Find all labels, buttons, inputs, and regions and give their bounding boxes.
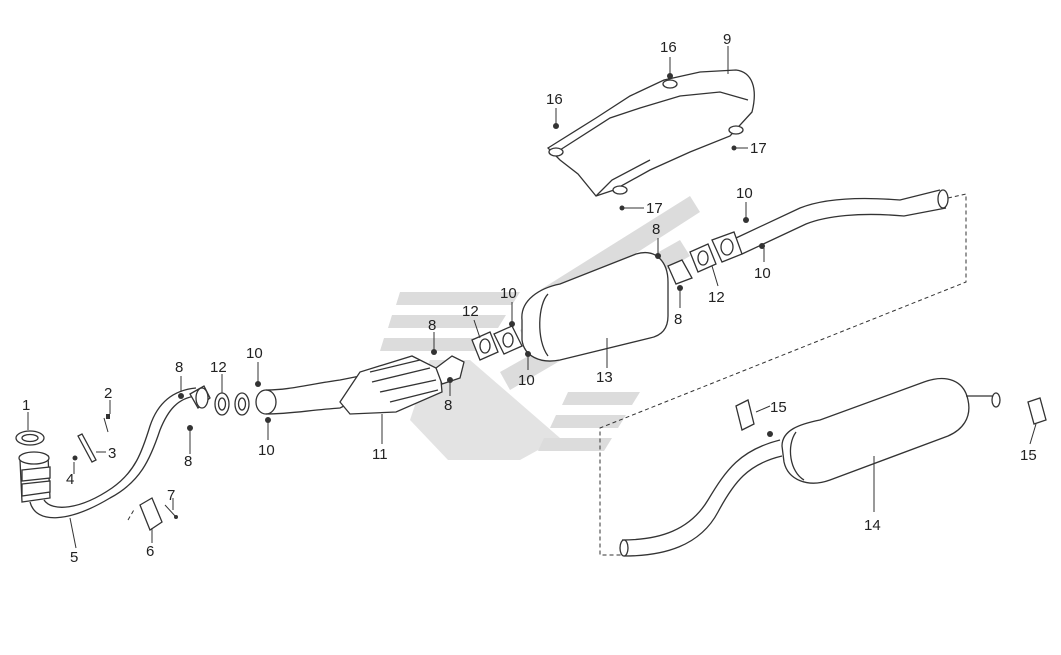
- callout-8b: 8: [184, 453, 192, 470]
- callout-16a: 16: [660, 39, 677, 56]
- callout-10c: 10: [500, 285, 517, 302]
- part-11-catalytic-converter: [255, 355, 465, 415]
- callout-12c: 12: [708, 289, 725, 306]
- callout-10e: 10: [736, 185, 753, 202]
- fastener-dots: [178, 73, 773, 437]
- callout-3: 3: [108, 445, 116, 462]
- callout-11: 11: [372, 446, 388, 463]
- callout-17a: 17: [750, 140, 767, 157]
- part-14-rear-muffler: [619, 377, 1001, 557]
- callout-8c: 8: [428, 317, 436, 334]
- callout-2: 2: [104, 385, 112, 402]
- callout-10b: 10: [258, 442, 275, 459]
- callout-8e: 8: [652, 221, 660, 238]
- part-6-bracket: [127, 497, 163, 531]
- part-13-center-muffler: [521, 252, 693, 362]
- callout-14: 14: [864, 517, 881, 534]
- callout-5: 5: [70, 549, 78, 566]
- part-9-heat-shield: [546, 69, 755, 197]
- callout-10d: 10: [518, 372, 535, 389]
- dashed-guide-line: [599, 193, 967, 556]
- callout-17b: 17: [646, 200, 663, 217]
- part-12-gasket-middle: [471, 325, 523, 361]
- callout-7: 7: [167, 487, 175, 504]
- callout-15a: 15: [770, 399, 787, 416]
- callout-1: 1: [22, 397, 30, 414]
- callout-13: 13: [596, 369, 613, 386]
- part-12-gasket-right: [689, 231, 743, 273]
- callout-8f: 8: [674, 311, 682, 328]
- callout-12b: 12: [462, 303, 479, 320]
- callout-12a: 12: [210, 359, 227, 376]
- callout-9: 9: [723, 31, 731, 48]
- part-intermediate-pipe: [735, 189, 949, 255]
- part-1-gasket: [15, 430, 45, 446]
- part-12-gasket-left: [214, 392, 250, 416]
- callout-8d: 8: [444, 397, 452, 414]
- callout-8a: 8: [175, 359, 183, 376]
- callout-6: 6: [146, 543, 154, 560]
- callout-10f: 10: [754, 265, 771, 282]
- hardware-bolts: [72, 414, 178, 519]
- callout-10a: 10: [246, 345, 263, 362]
- part-15-hangers: [735, 397, 1047, 431]
- part-5-front-pipe: [18, 385, 211, 519]
- callout-4: 4: [66, 471, 74, 488]
- callout-16b: 16: [546, 91, 563, 108]
- callout-15b: 15: [1020, 447, 1037, 464]
- callout-labels: 1 2 3 4 5 6 7 8 8 12 10 10 11 8 8 12 10 …: [22, 31, 1037, 566]
